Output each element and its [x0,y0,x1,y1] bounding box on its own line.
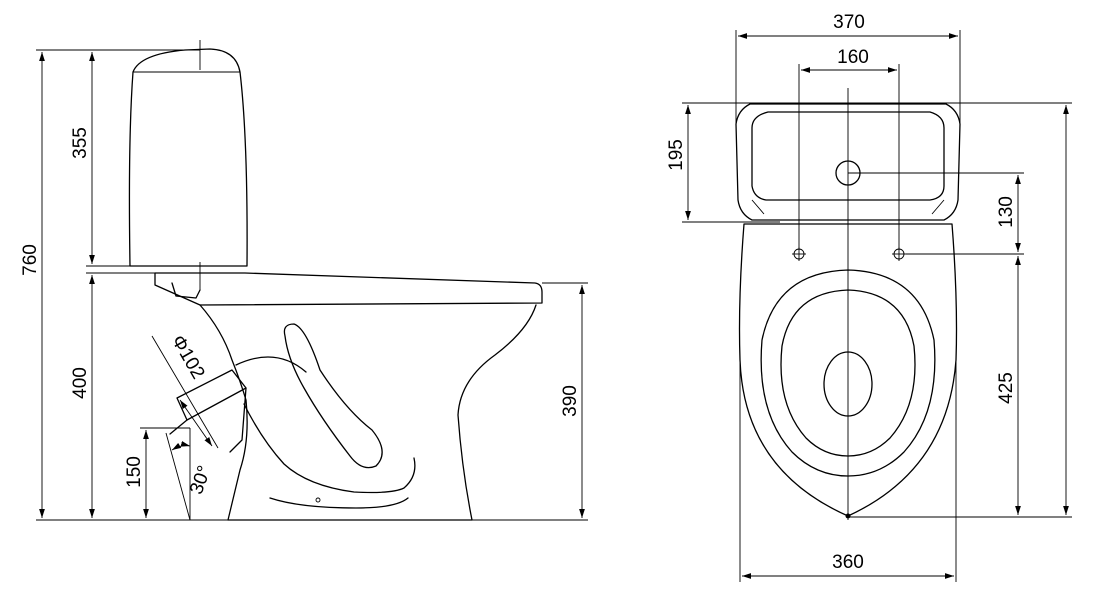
trapway-bottom [269,497,409,509]
trapway-channel [235,356,416,494]
outlet-pipe-lower [169,387,247,453]
trapway-inner [283,323,383,469]
tank-corner-lines [751,199,945,215]
bowl-outer-body [199,304,537,521]
tank-top-inner [751,111,945,201]
dim-label-outlet-height: 150 [124,456,145,488]
top-view: 370 160 195 130 425 360 [666,12,1072,582]
side-view: 760 355 400 390 150 30° Φ102 [20,40,588,521]
bowl-rim [154,272,543,306]
tank-top-outline [735,103,961,221]
dim-label-tank-height: 355 [70,127,91,159]
dim-label-base-width: 360 [832,552,864,573]
dim-label-hole-offset: 130 [996,196,1017,228]
center-end-dot [845,513,851,519]
angle-slant-line [165,432,191,521]
dim-label-seat-height: 400 [70,367,91,399]
dim-label-mounting-spacing: 160 [837,47,869,68]
dim-label-overall-width: 370 [833,12,865,33]
dim-line-diameter [179,399,213,447]
drain-dot [315,497,321,503]
cistern-tank [128,48,248,267]
dim-label-outlet-angle: 30° [186,463,216,497]
tank-bracket [171,282,201,299]
dim-label-tank-depth: 195 [666,139,687,171]
dim-label-total-height: 760 [20,244,41,276]
angle-arc [171,441,191,451]
dim-label-bowl-height: 390 [560,385,581,417]
dim-label-outlet-diameter: Φ102 [167,332,209,383]
dim-label-bowl-length: 425 [996,372,1017,404]
